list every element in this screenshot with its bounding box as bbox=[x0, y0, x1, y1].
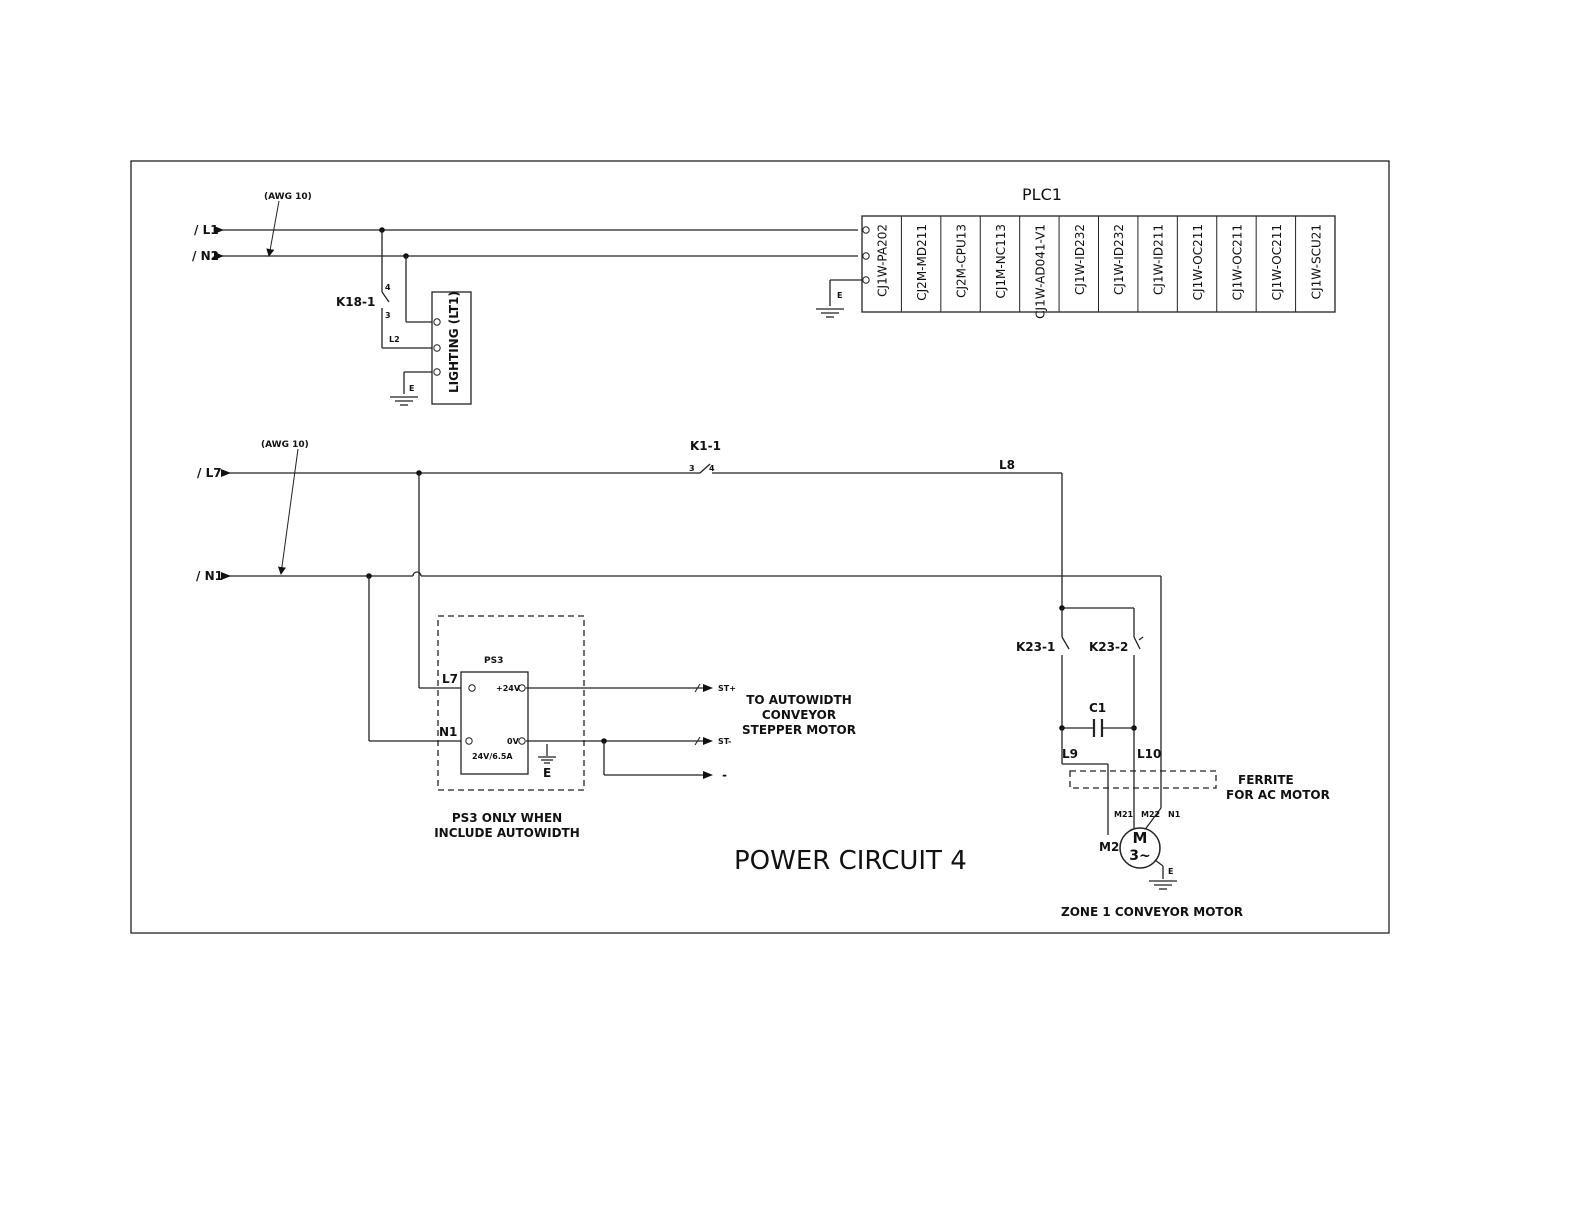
svg-text:ST-: ST- bbox=[718, 737, 731, 746]
svg-text:L7: L7 bbox=[442, 672, 458, 686]
drawing-frame bbox=[130, 160, 1390, 934]
ferrite-label-line2: FOR AC MOTOR bbox=[1226, 788, 1330, 802]
contact-k1-label: K1-1 bbox=[690, 439, 721, 453]
svg-text:N1: N1 bbox=[1168, 810, 1181, 819]
ps3-note-line1: PS3 ONLY WHEN bbox=[452, 811, 562, 825]
plc-module-cj1w-ad041-v1: CJ1W-AD041-V1 bbox=[1033, 224, 1047, 319]
svg-text:E: E bbox=[837, 291, 842, 300]
plc-module-cj1w-oc211: CJ1W-OC211 bbox=[1230, 224, 1244, 300]
svg-text:E: E bbox=[409, 384, 414, 393]
contact-k23-2-label: K23-2 bbox=[1089, 640, 1128, 654]
contact-k23-1-label: K23-1 bbox=[1016, 640, 1055, 654]
line-label-n1: / N1 bbox=[196, 569, 223, 583]
capacitor-c1-label: C1 bbox=[1089, 701, 1106, 715]
upper-circuit: (AWG 10) / L1 / N2 K18-1 4 3 L2 E bbox=[192, 185, 1336, 406]
svg-text:3: 3 bbox=[385, 311, 391, 320]
page-title: POWER CIRCUIT 4 bbox=[734, 846, 967, 876]
plc-module-cj1w-pa202: CJ1W-PA202 bbox=[876, 224, 890, 297]
plc-module-cj1w-oc211: CJ1W-OC211 bbox=[1191, 224, 1205, 300]
svg-text:E: E bbox=[1168, 867, 1173, 876]
ps3-label: PS3 bbox=[484, 656, 503, 666]
autowidth-destination-line1: TO AUTOWIDTH bbox=[746, 693, 852, 707]
ferrite-label-line1: FERRITE bbox=[1238, 773, 1294, 787]
svg-text:E: E bbox=[543, 766, 551, 780]
svg-text:4: 4 bbox=[385, 283, 391, 292]
autowidth-destination-line3: STEPPER MOTOR bbox=[742, 723, 856, 737]
motor-m2-label: M2 bbox=[1099, 840, 1119, 854]
ps3-optional-enclosure bbox=[437, 615, 585, 791]
plc-module-cj1w-id211: CJ1W-ID211 bbox=[1152, 224, 1166, 295]
line-label-l7: / L7 bbox=[197, 466, 222, 480]
svg-text:M22: M22 bbox=[1141, 810, 1160, 819]
awg-label-lower: (AWG 10) bbox=[261, 440, 309, 450]
plc-module-cj2m-cpu13: CJ2M-CPU13 bbox=[955, 224, 969, 298]
svg-text:M: M bbox=[1133, 829, 1148, 847]
awg-label-upper: (AWG 10) bbox=[264, 192, 312, 202]
svg-text:3~: 3~ bbox=[1129, 848, 1150, 864]
svg-text:L2: L2 bbox=[389, 335, 400, 344]
svg-text:4: 4 bbox=[709, 464, 715, 473]
ferrite-core bbox=[1069, 770, 1217, 789]
motor-m2-symbol bbox=[1119, 827, 1161, 869]
svg-text:3: 3 bbox=[689, 464, 695, 473]
motor-circuit: K23-1 K23-2 C1 L9 L10 FERRITE FOR AC MOT… bbox=[1016, 605, 1330, 919]
motor-caption: ZONE 1 CONVEYOR MOTOR bbox=[1061, 905, 1243, 919]
lower-circuit: (AWG 10) / L7 K1-1 3 4 L8 / N1 PS3 bbox=[196, 439, 1162, 876]
plc-module-cj1w-id232: CJ1W-ID232 bbox=[1112, 224, 1126, 295]
autowidth-destination-line2: CONVEYOR bbox=[762, 708, 836, 722]
svg-text:+24V: +24V bbox=[496, 684, 521, 693]
svg-text:L10: L10 bbox=[1137, 747, 1161, 761]
plc-module-cj1w-id232: CJ1W-ID232 bbox=[1073, 224, 1087, 295]
svg-text:L8: L8 bbox=[999, 458, 1015, 472]
plc-module-cj2m-md211: CJ2M-MD211 bbox=[915, 224, 929, 301]
svg-text:0V: 0V bbox=[507, 737, 520, 746]
lighting-lt1-label: LIGHTING (LT1) bbox=[447, 291, 461, 393]
svg-text:L9: L9 bbox=[1062, 747, 1078, 761]
plc-module-cj1w-scu21: CJ1W-SCU21 bbox=[1309, 224, 1323, 299]
plc-module-cj1m-nc113: CJ1M-NC113 bbox=[994, 224, 1008, 299]
ps3-note-line2: INCLUDE AUTOWIDTH bbox=[434, 826, 580, 840]
svg-text:-: - bbox=[722, 768, 727, 782]
svg-text:M21: M21 bbox=[1114, 810, 1134, 819]
svg-text:N1: N1 bbox=[439, 725, 457, 739]
relay-k18-label: K18-1 bbox=[336, 295, 375, 309]
plc-module-cj1w-oc211: CJ1W-OC211 bbox=[1270, 224, 1284, 300]
svg-text:24V/6.5A: 24V/6.5A bbox=[472, 752, 513, 761]
plc1-label: PLC1 bbox=[1022, 185, 1062, 204]
svg-text:ST+: ST+ bbox=[718, 684, 736, 693]
